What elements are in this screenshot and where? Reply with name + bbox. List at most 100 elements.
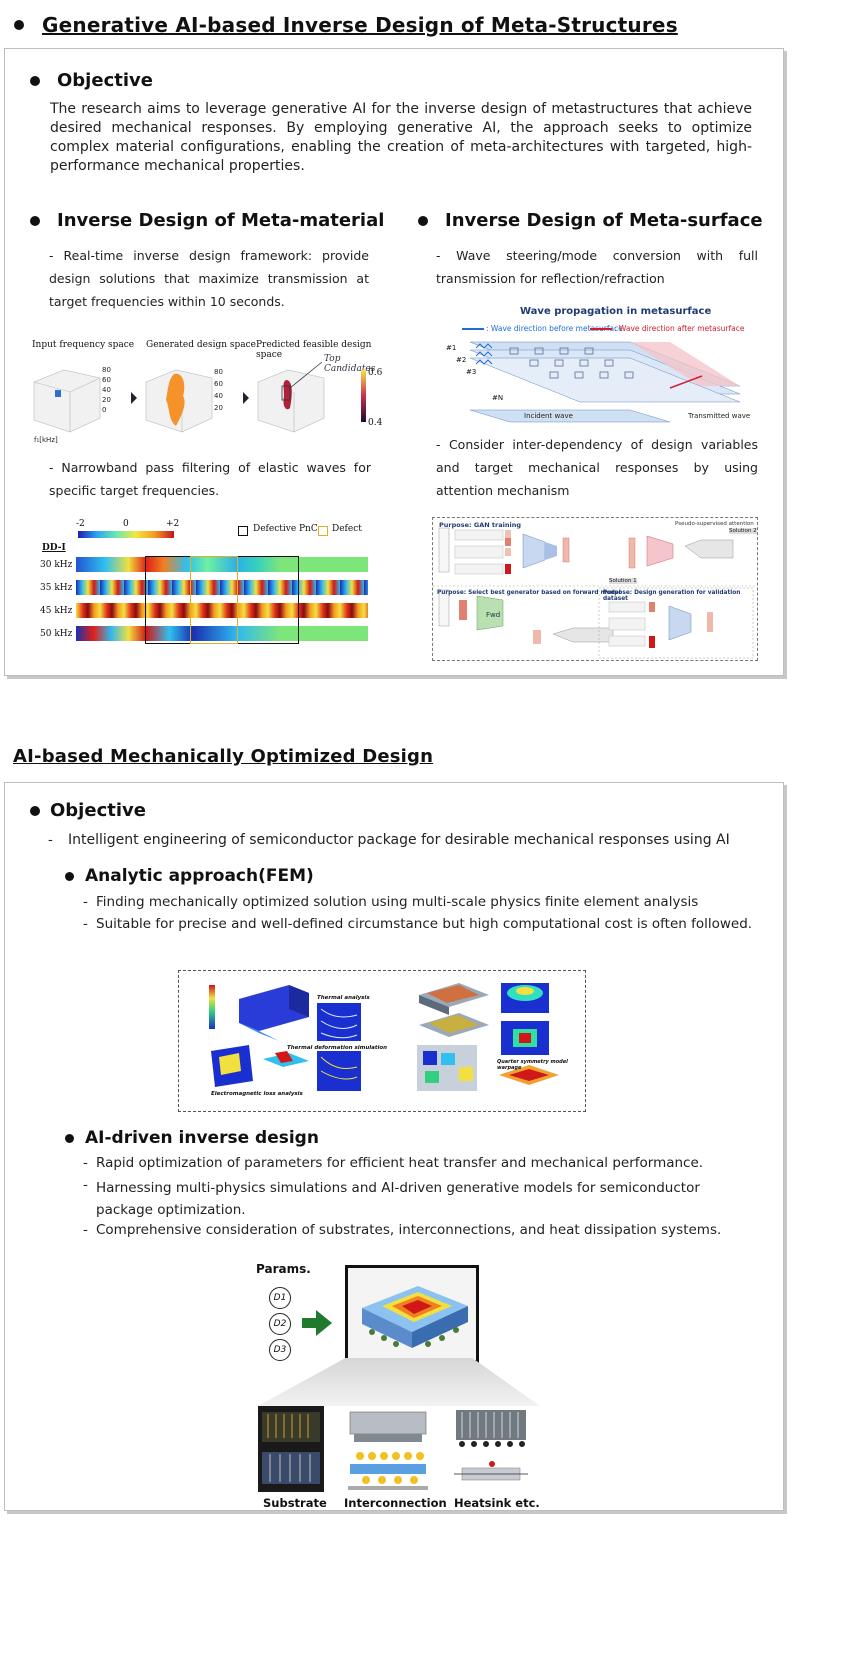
ai-heading: AI-driven inverse design bbox=[85, 1128, 319, 1148]
svg-text:80: 80 bbox=[102, 366, 111, 374]
component-label: Substrate bbox=[263, 1496, 327, 1510]
gan-drawing bbox=[433, 527, 757, 659]
meta-surface-bullet bbox=[418, 216, 428, 226]
design-space-figure: Input frequency space Generated design s… bbox=[28, 338, 382, 444]
red-arrow-icon bbox=[590, 328, 612, 330]
param-node: D3 bbox=[269, 1339, 291, 1361]
section-bullet bbox=[14, 20, 24, 30]
substrate-image bbox=[258, 1406, 324, 1492]
row-number: #N bbox=[492, 394, 504, 402]
fem-bullet bbox=[65, 872, 74, 881]
colorbar-tick: 0.6 bbox=[368, 368, 383, 378]
objective2-text: Intelligent engineering of semiconductor… bbox=[68, 832, 730, 848]
ai-item: Rapid optimization of parameters for eff… bbox=[96, 1155, 704, 1171]
fem-label: Thermal analysis bbox=[317, 995, 370, 1001]
meta-surface-desc2: - Consider inter-dependency of design va… bbox=[436, 437, 758, 498]
svg-text:40: 40 bbox=[102, 386, 111, 394]
fem-item: Suitable for precise and well-defined ci… bbox=[96, 916, 753, 932]
fem-drawing bbox=[209, 983, 559, 1091]
gan-diagram: Purpose: GAN training Pseudo-supervised … bbox=[432, 517, 758, 661]
section2-title: AI-based Mechanically Optimized Design bbox=[13, 746, 434, 767]
fwd-label: Fwd bbox=[486, 611, 501, 619]
row-title: DD-I bbox=[42, 543, 66, 553]
ai-dash: - bbox=[83, 1177, 88, 1193]
design-space-label: Input frequency space bbox=[32, 340, 135, 350]
incident-wave-label: Incident wave bbox=[524, 412, 573, 420]
component-label: Heatsink etc. bbox=[454, 1496, 540, 1510]
top-candidates-label: Top Candidates bbox=[324, 354, 376, 374]
wave-propagation-figure: Wave propagation in metasurface : Wave d… bbox=[440, 306, 752, 424]
select-generator-label: Purpose: Select best generator based on … bbox=[437, 590, 621, 596]
transmitted-wave-label: Transmitted wave bbox=[688, 412, 751, 420]
legend-after: : Wave direction after metasurface bbox=[614, 324, 745, 333]
objective-text: The research aims to leverage generative… bbox=[50, 101, 752, 174]
band-row bbox=[76, 626, 368, 641]
row-number: #2 bbox=[456, 356, 467, 364]
blue-arrow-icon bbox=[462, 328, 484, 330]
band-row bbox=[76, 603, 368, 618]
fem-heading: Analytic approach(FEM) bbox=[85, 866, 314, 886]
svg-text:20: 20 bbox=[214, 404, 223, 412]
objective-bullet bbox=[30, 76, 40, 86]
meta-surface-desc1: - Wave steering/mode conversion with ful… bbox=[436, 248, 758, 286]
meta-material-desc2: - Narrowband pass filtering of elastic w… bbox=[49, 460, 371, 498]
ai-dash: - bbox=[83, 1155, 88, 1171]
scale-tick: 0 bbox=[123, 519, 129, 529]
validation-label: Purpose: Design generation for validatio… bbox=[603, 590, 741, 602]
svg-text:60: 60 bbox=[214, 380, 223, 388]
svg-text:40: 40 bbox=[214, 392, 223, 400]
legend-defect: Defect bbox=[332, 524, 362, 534]
interconnection-image bbox=[346, 1408, 430, 1492]
objective2-bullet bbox=[30, 806, 40, 816]
legend-before: : Wave direction before metasurface bbox=[486, 324, 623, 333]
param-node: D2 bbox=[269, 1313, 291, 1335]
svg-text:f₁[kHz]: f₁[kHz] bbox=[34, 436, 58, 444]
fem-label: Quarter symmetry model warpage bbox=[497, 1059, 568, 1071]
pseudo-label: Pseudo-supervised attention bbox=[675, 521, 754, 527]
gan-training-label: Purpose: GAN training bbox=[439, 521, 521, 529]
fem-label: Electromagnetic loss analysis bbox=[211, 1091, 303, 1097]
params-label: Params. bbox=[256, 1262, 311, 1276]
design-space-label: Generated design space bbox=[146, 340, 256, 350]
frequency-label: 30 kHz bbox=[40, 560, 73, 570]
meta-material-heading: Inverse Design of Meta-material bbox=[57, 210, 385, 231]
ai-item: Harnessing multi-physics simulations and… bbox=[96, 1180, 700, 1218]
scale-tick: +2 bbox=[166, 519, 180, 529]
frequency-label: 45 kHz bbox=[40, 606, 73, 616]
section1-title: Generative AI-based Inverse Design of Me… bbox=[42, 13, 678, 37]
row-number: #3 bbox=[466, 368, 477, 376]
band-row bbox=[76, 580, 368, 595]
param-node: D1 bbox=[269, 1287, 291, 1309]
fem-item: Finding mechanically optimized solution … bbox=[96, 894, 699, 910]
metasurface-drawing bbox=[469, 341, 741, 423]
design-space-label: Predicted feasible design space bbox=[256, 340, 372, 360]
colorscale-bar bbox=[78, 531, 174, 538]
meta-material-desc1: - Real-time inverse design framework: pr… bbox=[49, 248, 369, 309]
ai-bullet bbox=[65, 1134, 74, 1143]
fem-dash: - bbox=[83, 916, 88, 932]
objective2-heading: Objective bbox=[50, 800, 146, 821]
fem-dash: - bbox=[83, 894, 88, 910]
frequency-label: 35 kHz bbox=[40, 583, 73, 593]
defect-swatch bbox=[318, 526, 328, 536]
scale-tick: -2 bbox=[76, 519, 85, 529]
legend-defective-pnc: Defective PnC bbox=[253, 524, 318, 534]
fem-figure: Thermal analysis Thermal deformation sim… bbox=[178, 970, 586, 1112]
green-arrow-icon bbox=[302, 1310, 332, 1336]
solution1-label: Solution 1 bbox=[609, 578, 637, 584]
solution2-label: Solution 2 bbox=[729, 528, 757, 534]
colorbar-tick: 0.4 bbox=[368, 418, 383, 428]
fem-label: Thermal deformation simulation bbox=[287, 1045, 388, 1051]
meta-surface-heading: Inverse Design of Meta-surface bbox=[445, 210, 763, 231]
component-label: Interconnection bbox=[344, 1496, 447, 1510]
wave-figure-title: Wave propagation in metasurface bbox=[520, 306, 712, 317]
ai-item: Comprehensive consideration of substrate… bbox=[96, 1222, 722, 1238]
svg-text:20: 20 bbox=[102, 396, 111, 404]
objective-heading: Objective bbox=[57, 70, 153, 91]
defective-pnc-swatch bbox=[238, 526, 248, 536]
frequency-label: 50 kHz bbox=[40, 629, 73, 639]
svg-text:0: 0 bbox=[102, 406, 106, 414]
heatsink-image bbox=[452, 1408, 530, 1492]
meta-material-bullet bbox=[30, 216, 40, 226]
